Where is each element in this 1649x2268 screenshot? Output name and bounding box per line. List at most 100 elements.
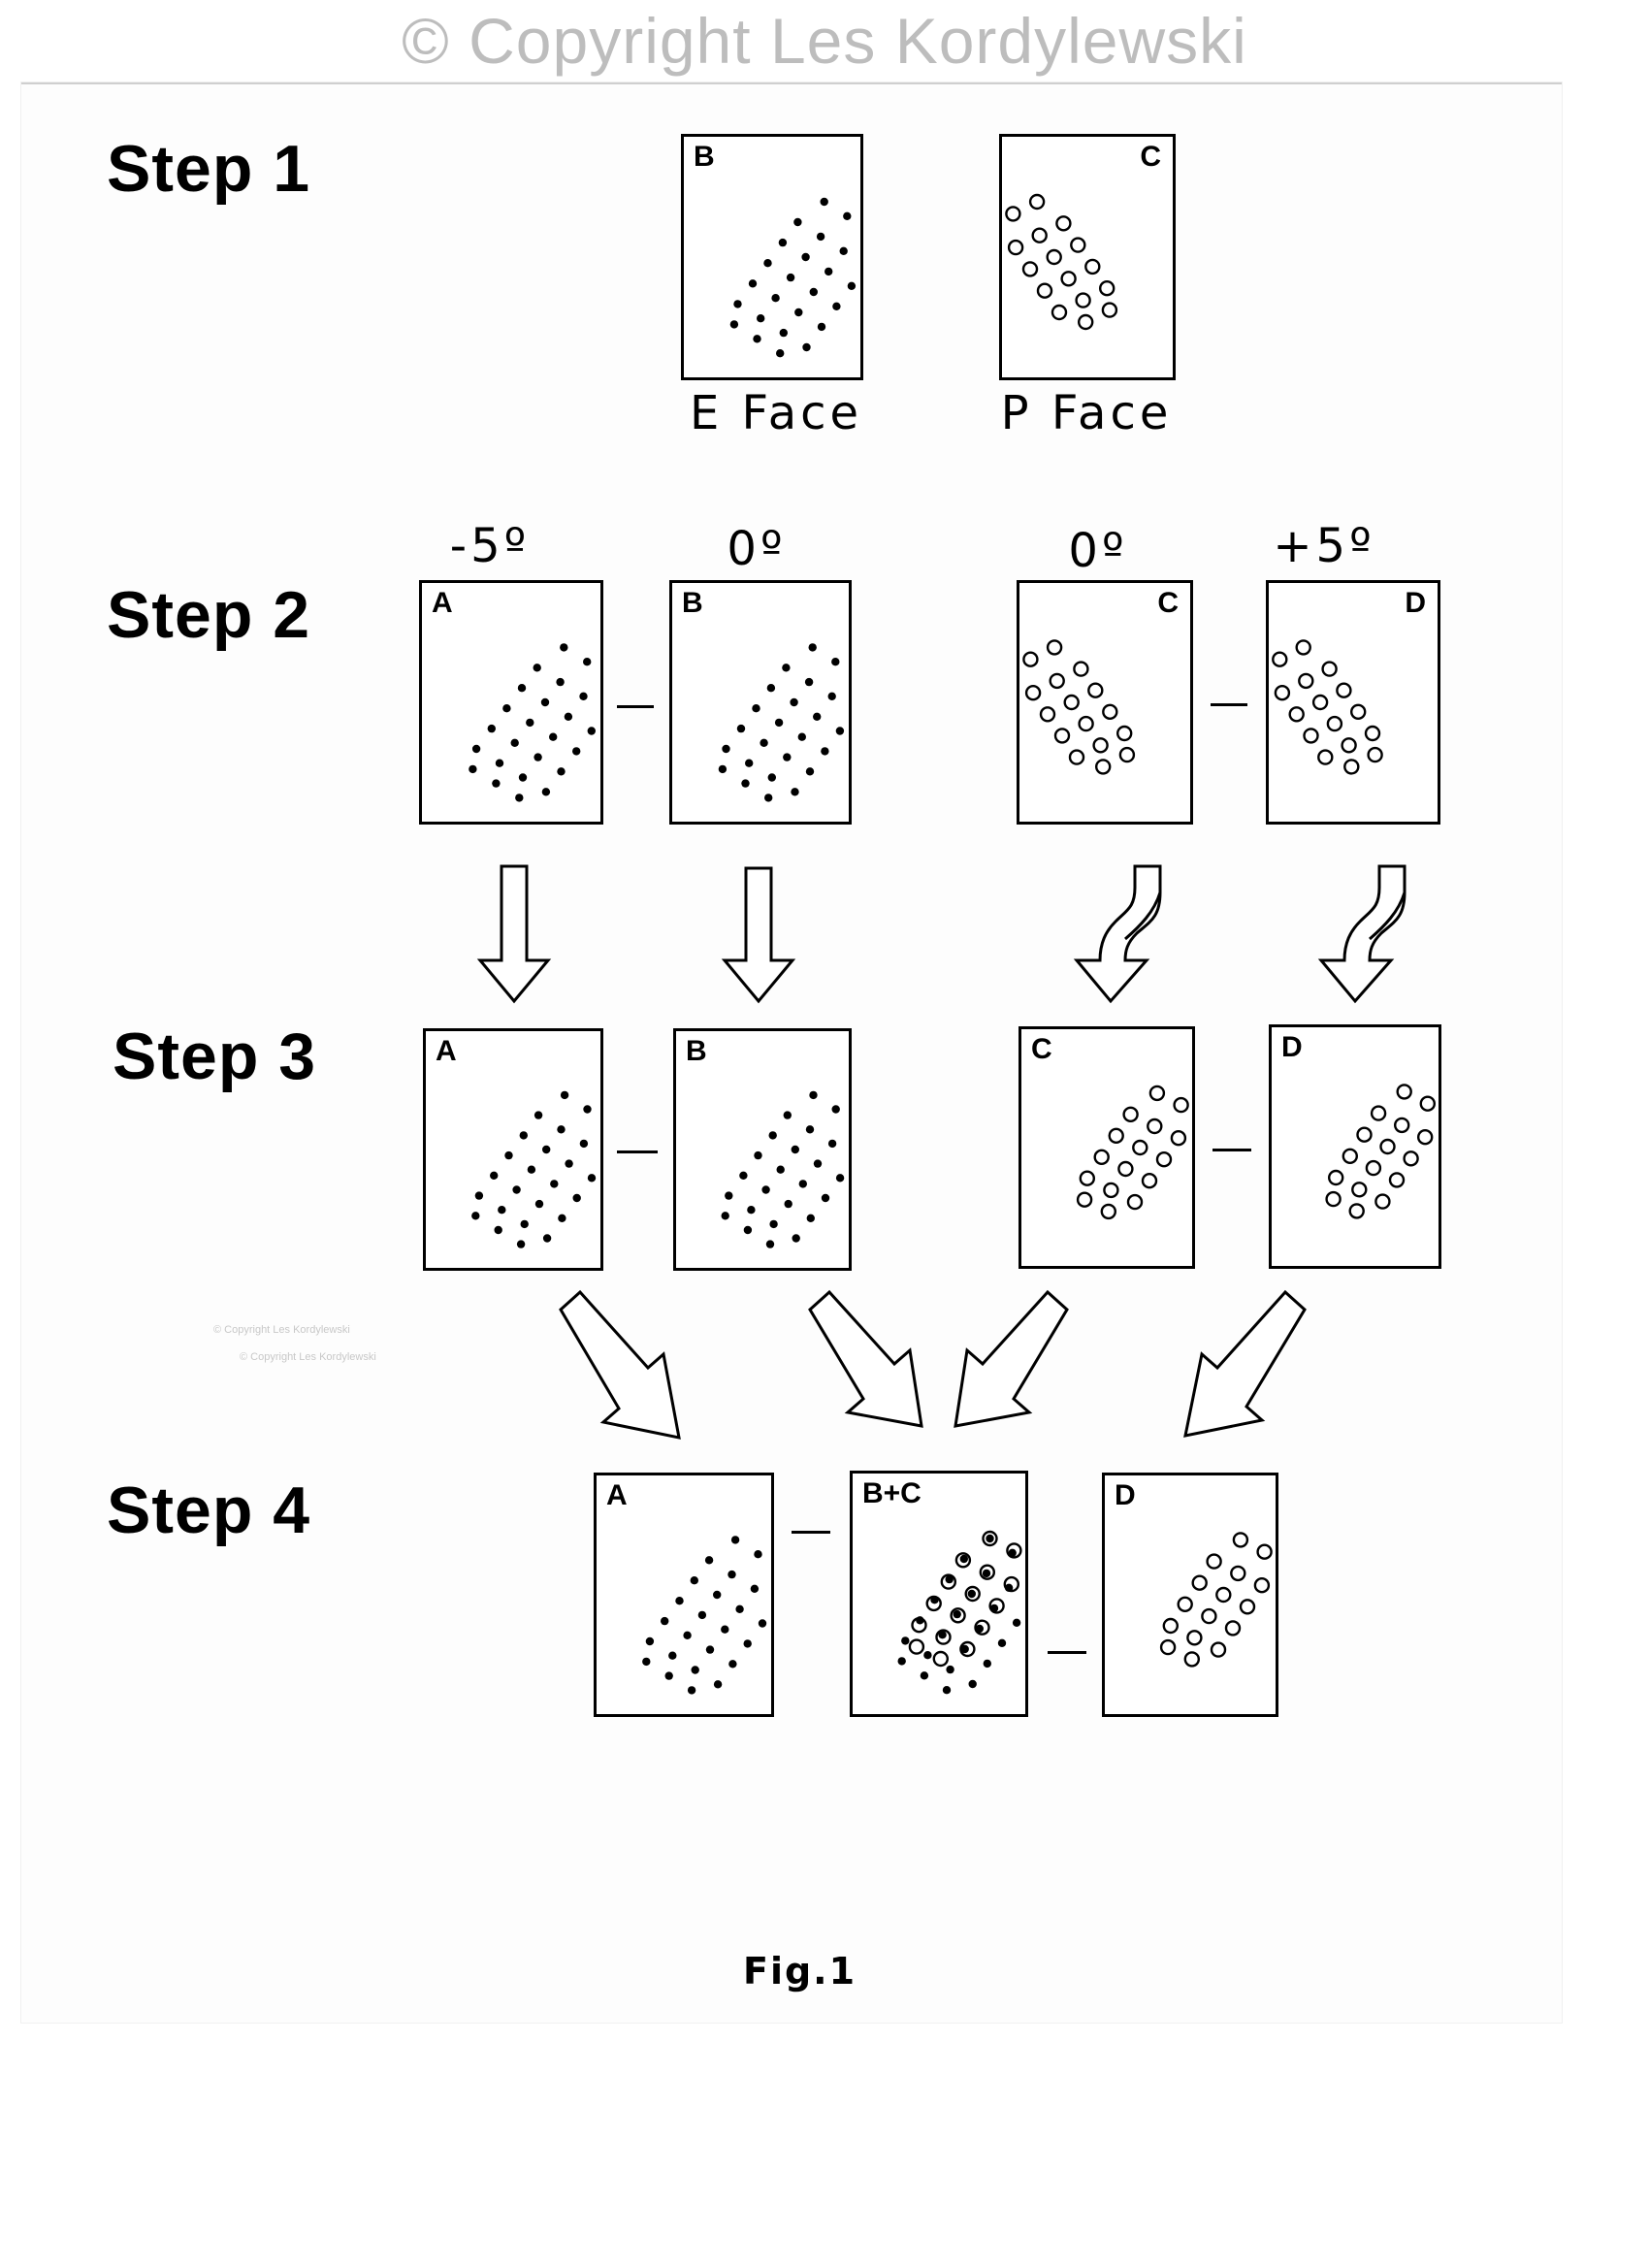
filled-dot	[560, 1090, 569, 1100]
filled-dot	[494, 1225, 502, 1235]
open-circle	[1155, 1150, 1173, 1168]
filled-dot	[572, 1193, 581, 1203]
filled-dot	[784, 1199, 792, 1209]
filled-dot	[557, 767, 566, 776]
open-circle	[1256, 1543, 1273, 1560]
open-circle	[1274, 684, 1291, 701]
card-letter: A	[436, 1035, 457, 1067]
open-circle	[1224, 1620, 1242, 1636]
filled-dot	[747, 1206, 756, 1215]
copyright-header: © Copyright Les Kordylewski	[402, 5, 1247, 77]
filled-dot	[642, 1657, 651, 1667]
filled-dot	[541, 788, 551, 796]
open-circle	[1374, 1193, 1391, 1210]
filled-dot	[733, 300, 742, 308]
dot-pattern	[1005, 193, 1118, 331]
e-face-label: E Face	[689, 386, 863, 440]
filled-dot	[809, 1090, 818, 1100]
filled-dot	[847, 281, 857, 290]
open-circle	[1006, 1542, 1022, 1559]
open-circle	[1365, 1159, 1382, 1177]
filled-dot	[817, 322, 826, 332]
open-circle	[1077, 313, 1094, 331]
open-circle	[979, 1564, 996, 1580]
filled-dot	[516, 1240, 526, 1248]
filled-dot	[741, 779, 750, 788]
filled-dot	[821, 1193, 830, 1203]
open-circle	[1005, 206, 1021, 222]
filled-dot	[704, 1556, 714, 1565]
open-circle	[1076, 1191, 1093, 1208]
filled-dot	[754, 1150, 762, 1160]
filled-dot	[778, 238, 788, 247]
filled-dot	[534, 1199, 544, 1209]
filled-dot	[558, 1214, 566, 1222]
dot-pattern	[1076, 1085, 1189, 1220]
open-circle	[1326, 715, 1343, 732]
filled-dot	[816, 232, 825, 242]
filled-dot	[805, 1125, 815, 1134]
filled-dot	[1012, 1618, 1021, 1627]
filled-dot	[821, 747, 829, 756]
filled-dot	[534, 753, 542, 761]
step3-card-c: C	[1018, 1026, 1195, 1269]
open-circle	[1007, 239, 1024, 256]
open-circle	[1024, 684, 1042, 701]
open-circle	[959, 1640, 976, 1658]
dot-pattern	[642, 1536, 767, 1695]
open-circle	[1272, 651, 1288, 667]
filled-dot	[782, 664, 791, 672]
dot-pattern	[729, 197, 857, 358]
step1-card-c: C	[999, 134, 1176, 380]
angle-label-c: 0º	[1068, 524, 1128, 578]
open-circle	[1079, 1170, 1096, 1186]
filled-dot	[997, 1638, 1007, 1647]
open-circle	[1403, 1150, 1419, 1167]
filled-dot	[897, 1657, 906, 1666]
filled-dot	[923, 1651, 932, 1660]
open-circle	[1094, 759, 1112, 775]
step1-label: Step 1	[107, 132, 311, 206]
filled-dot	[820, 197, 828, 207]
open-circle	[908, 1638, 925, 1655]
figure-caption: Fig.1	[743, 1950, 857, 1993]
filled-dot	[824, 267, 833, 276]
filled-dot	[502, 704, 511, 713]
filled-dot	[713, 1590, 722, 1600]
filled-dot	[583, 658, 592, 666]
filled-dot	[556, 677, 565, 687]
open-circle	[1060, 271, 1077, 287]
filled-dot	[945, 1574, 954, 1584]
open-circle	[1367, 746, 1383, 763]
open-circle	[1100, 1203, 1117, 1220]
dot-pattern	[718, 643, 845, 802]
open-circle	[1122, 1106, 1139, 1123]
step3-label: Step 3	[113, 1020, 317, 1093]
filled-dot	[835, 1174, 845, 1183]
angle-label-d: +5º	[1273, 519, 1375, 573]
filled-dot	[728, 1660, 737, 1669]
open-circle	[1206, 1553, 1222, 1570]
open-circle	[1159, 1638, 1177, 1656]
filled-dot	[471, 744, 481, 754]
open-circle	[1148, 1085, 1166, 1102]
filled-dot	[791, 1145, 799, 1154]
open-circle	[964, 1585, 981, 1603]
open-circle	[1070, 237, 1086, 253]
open-circle	[1132, 1139, 1148, 1156]
open-circle	[1098, 279, 1116, 297]
open-circle	[1108, 1127, 1124, 1145]
open-circle	[1336, 682, 1352, 698]
filled-dot	[564, 712, 573, 721]
open-circle	[1230, 1565, 1246, 1582]
open-circle	[1419, 1095, 1437, 1112]
dot-pattern	[469, 643, 596, 802]
open-circle	[974, 1619, 990, 1636]
filled-dot	[745, 759, 754, 767]
filled-dot	[743, 1639, 752, 1648]
filled-dot	[565, 1159, 573, 1168]
filled-dot	[774, 718, 784, 728]
filled-dot	[697, 1610, 707, 1620]
step2-card-c: C	[1017, 580, 1193, 825]
